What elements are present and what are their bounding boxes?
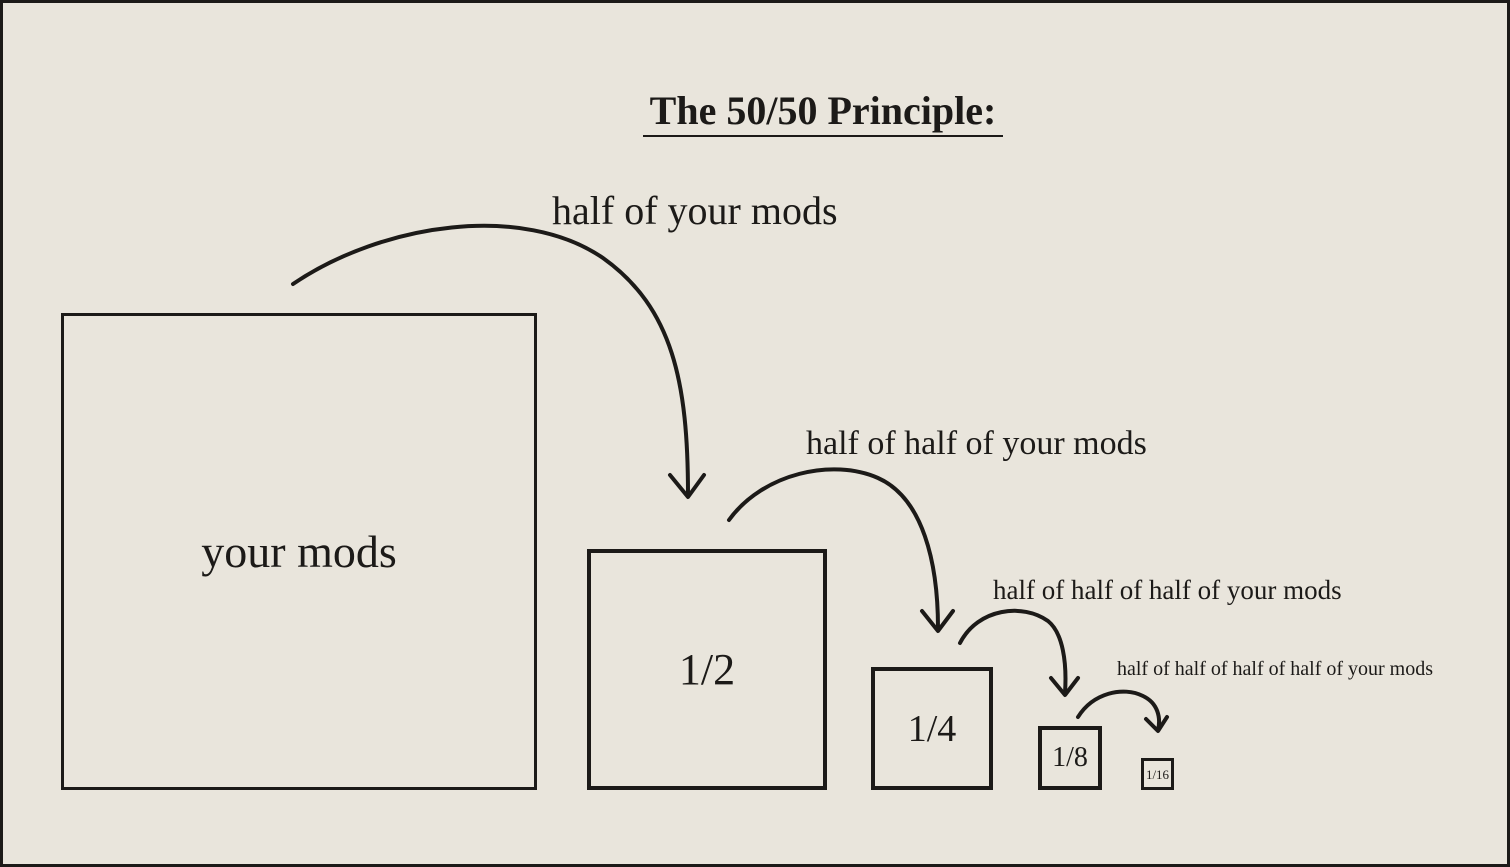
box-your-mods-label: your mods	[201, 525, 397, 577]
arrow-2-icon	[727, 467, 955, 633]
arrow-label-eighth: half of half of half of your mods	[993, 575, 1342, 605]
box-sixteenth-label: 1/16	[1145, 766, 1170, 782]
arrow-1-icon	[291, 223, 706, 499]
box-eighth-label: 1/8	[1052, 742, 1088, 773]
box-your-mods: your mods	[61, 313, 537, 790]
box-half-label: 1/2	[678, 644, 736, 694]
box-sixteenth: 1/16	[1141, 758, 1174, 790]
arrow-4-icon	[1076, 689, 1169, 733]
diagram-title: The 50/50 Principle:	[643, 89, 1003, 137]
box-eighth: 1/8	[1038, 726, 1102, 790]
box-quarter-label: 1/4	[907, 707, 957, 750]
arrow-label-quarter: half of half of your mods	[806, 425, 1147, 462]
arrow-3-icon	[958, 608, 1080, 697]
arrow-label-sixteenth: half of half of half of half of your mod…	[1117, 658, 1434, 680]
arrow-label-half: half of your mods	[552, 188, 838, 233]
arrows-layer	[291, 223, 1169, 733]
box-quarter: 1/4	[871, 667, 993, 790]
box-half: 1/2	[587, 549, 827, 790]
